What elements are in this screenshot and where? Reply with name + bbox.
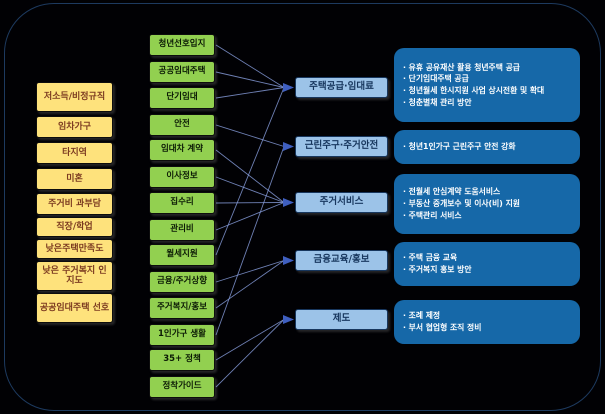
detail-bullet: · 청년1인가구 근린주구 안전 강화 xyxy=(403,142,516,152)
category-box: 주택공급·임대료 xyxy=(295,77,388,98)
detail-bullet: · 주택 금융 교육 xyxy=(403,253,458,263)
topic-box: 이사정보 xyxy=(149,166,215,188)
topic-box: 청년선호입지 xyxy=(149,34,215,56)
diagram-frame xyxy=(4,3,601,411)
detail-bullet: · 청춘별채 관리 방안 xyxy=(403,97,472,107)
factor-box: 낮은주택만족도 xyxy=(36,239,113,259)
detail-bullet: · 주택관리 서비스 xyxy=(403,210,462,220)
topic-box: 주거복지/홍보 xyxy=(149,297,215,319)
factor-box: 미혼 xyxy=(36,168,113,190)
topic-box: 안전 xyxy=(149,114,215,136)
factor-box: 직장/학업 xyxy=(36,217,113,237)
topic-box: 월세지원 xyxy=(149,244,215,266)
topic-box: 정착가이드 xyxy=(149,376,215,398)
detail-bullet: · 청년월세 한시지원 사업 상시전환 및 확대 xyxy=(403,86,545,95)
category-box: 금융교육/홍보 xyxy=(295,250,388,271)
detail-bullet: · 부서 협업형 조직 정비 xyxy=(403,323,482,332)
topic-box: 집수리 xyxy=(149,192,215,214)
detail-box: · 유휴 공유재산 활용 청년주택 공급 · 단기임대주택 공급 · 청년월세 한시… xyxy=(394,48,580,122)
topic-box: 금융/주거상향 xyxy=(149,271,215,293)
topic-box: 단기임대 xyxy=(149,87,215,109)
topic-box: 공공임대주택 xyxy=(149,61,215,83)
factor-box: 저소득/비정규직 xyxy=(36,82,113,112)
topic-box: 1인가구 생활 xyxy=(149,324,215,346)
topic-box: 임대차 계약 xyxy=(149,139,215,161)
detail-bullet: · 전월세 안심계약 도움서비스 xyxy=(403,187,501,197)
factor-box: 타지역 xyxy=(36,142,113,164)
factor-box: 낮은 주거복지 인지도 xyxy=(36,261,113,291)
factor-box: 임차가구 xyxy=(36,116,113,138)
detail-bullet: · 조례 제정 xyxy=(403,311,441,321)
detail-bullet: · 부동산 중개보수 및 이사(비) 지원 xyxy=(403,199,520,209)
detail-box: · 전월세 안심계약 도움서비스 · 부동산 중개보수 및 이사(비) 지원· 주… xyxy=(394,174,580,234)
topic-box: 관리비 xyxy=(149,219,215,241)
factor-box: 주거비 과부담 xyxy=(36,193,113,215)
detail-bullet: · 주거복지 홍보 방안 xyxy=(403,265,472,274)
topic-box: 35+ 정책 xyxy=(149,349,215,371)
detail-bullet: · 유휴 공유재산 활용 청년주택 공급 xyxy=(403,62,520,72)
detail-bullet: · 단기임대주택 공급 xyxy=(403,74,469,84)
category-box: 제도 xyxy=(295,309,388,330)
detail-box: · 청년1인가구 근린주구 안전 강화 xyxy=(394,130,580,164)
detail-box: · 주택 금융 교육 · 주거복지 홍보 방안 xyxy=(394,242,580,286)
category-box: 근린주구·주거안전 xyxy=(295,136,388,157)
detail-box: · 조례 제정 · 부서 협업형 조직 정비 xyxy=(394,300,580,344)
category-box: 주거서비스 xyxy=(295,192,388,213)
factor-box: 공공임대주택 선호 xyxy=(36,293,113,323)
